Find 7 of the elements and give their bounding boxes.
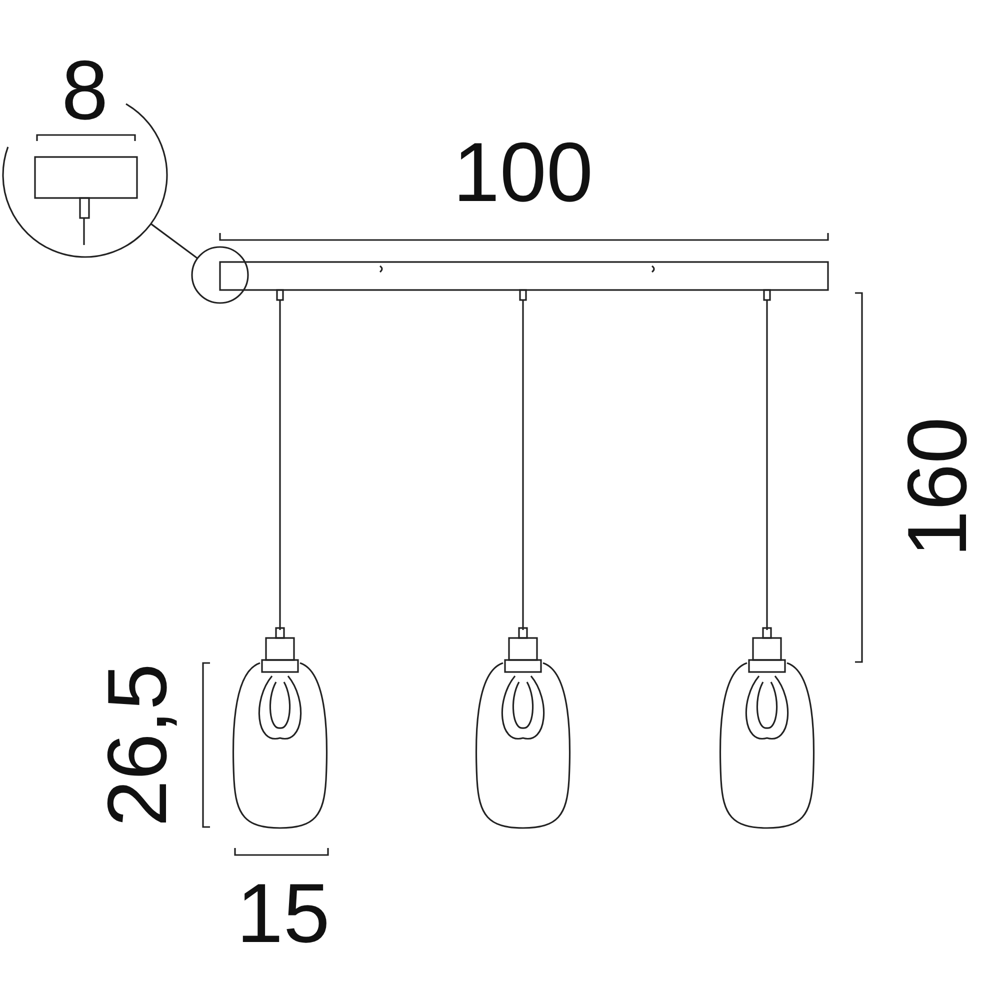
- dimension-value: 15: [236, 871, 330, 955]
- dimension-value: 100: [453, 130, 594, 214]
- dimension-value: 26,5: [94, 663, 179, 827]
- dimension-value: 160: [895, 416, 980, 558]
- leader-line: [150, 223, 198, 259]
- detail-marker-circle: [191, 246, 249, 304]
- dimension-value: 8: [62, 48, 108, 132]
